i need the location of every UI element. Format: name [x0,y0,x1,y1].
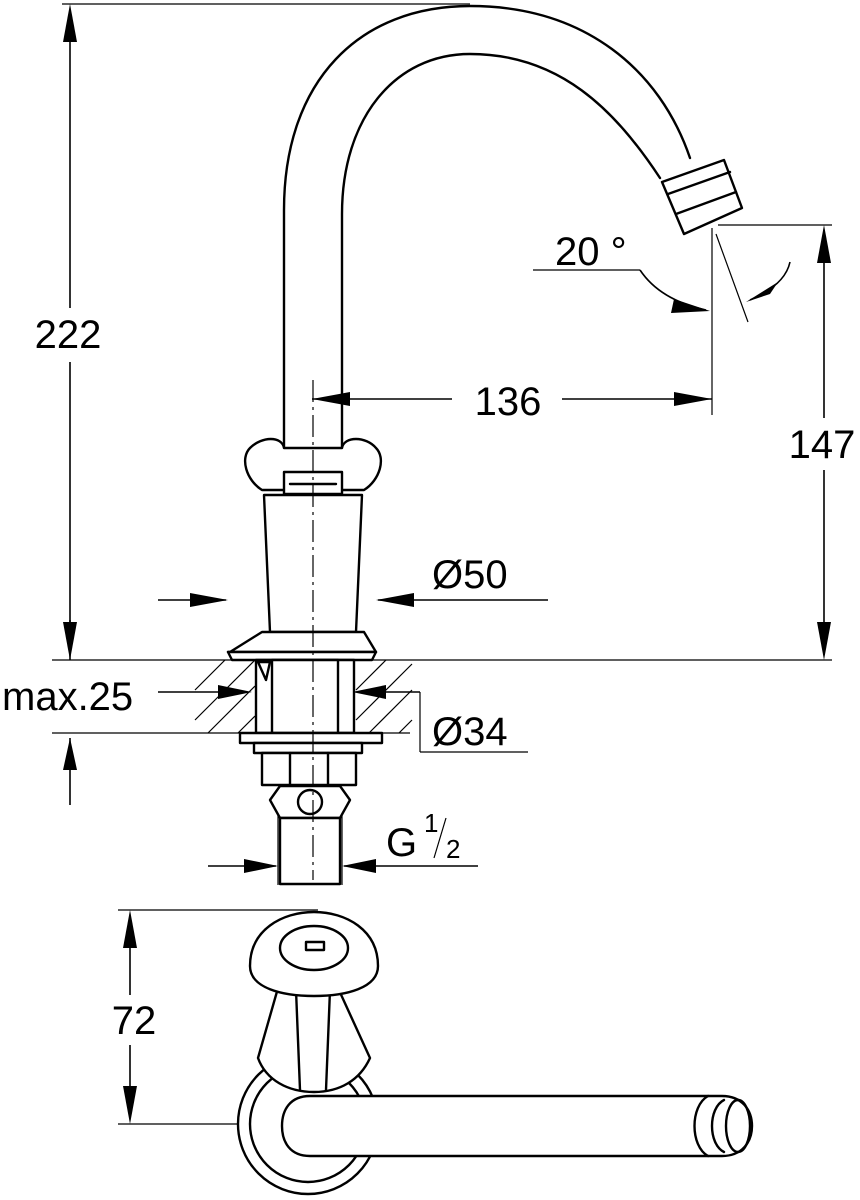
supply-pipe [278,816,342,886]
body-diameter-label: Ø50 [432,553,508,597]
thread-denominator-label: 2 [446,834,460,864]
spout-plan [280,1094,754,1158]
countertop-section [52,659,832,734]
thread-main-label: G [386,821,417,865]
spout-aerator [660,158,744,236]
spout-height-label: 147 [789,423,856,467]
spout-reach-dimension: 136 [312,228,713,424]
body-diameter-dimension: Ø50 [158,553,548,607]
faucet-side-view [226,4,744,886]
total-height-label: 222 [35,313,102,357]
hole-diameter-dimension: Ø34 [352,685,528,754]
thread-dimension: G 1 2 [208,808,478,885]
spout-angle-label: 20 ° [555,230,627,274]
total-height-dimension: 222 [35,3,470,660]
handle-height-label: 72 [112,999,157,1043]
spout-outer-edge [282,4,692,477]
spout-height-dimension: 147 [718,224,856,660]
washer [238,731,384,745]
base-flange [226,630,378,654]
thread-numerator-label: 1 [424,808,438,838]
spout-inner-edge [340,52,662,477]
max-thickness-dimension: max.25 [2,620,252,805]
lock-nut [260,751,358,787]
handle-height-dimension: 72 [112,909,318,1125]
spout-angle-dimension: 20 ° [533,230,791,323]
max-thickness-label: max.25 [2,675,133,719]
handle-knob-cap [248,910,380,998]
faucet-top-view [236,910,754,1196]
handle-knob [256,986,372,1094]
hole-diameter-label: Ø34 [432,710,508,754]
spout-reach-label: 136 [475,380,542,424]
